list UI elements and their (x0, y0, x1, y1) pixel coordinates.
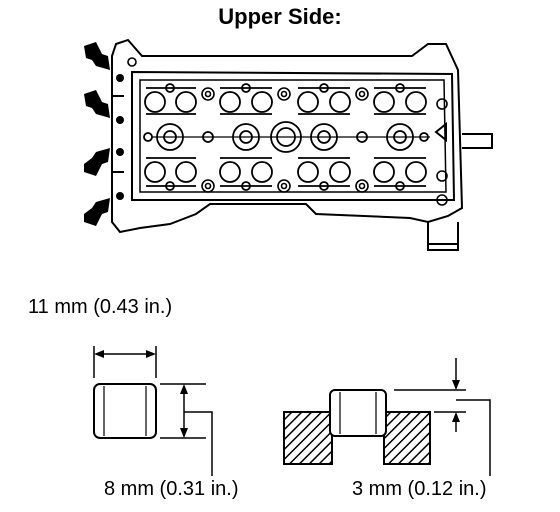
arrow-icon (84, 42, 110, 70)
head-bolt-holes (127, 57, 448, 206)
intake-valve-row (144, 83, 427, 115)
arrow-icon (84, 148, 110, 176)
hatched-surface-left (283, 411, 333, 465)
callout-arrows (84, 42, 110, 226)
dowel-pin-detail (93, 346, 213, 476)
cylinder-head (111, 38, 493, 251)
dowel-pin-dots (116, 74, 124, 200)
head-outline (111, 38, 464, 234)
diagram-title: Upper Side: (218, 4, 342, 29)
head-inner-outline (131, 70, 456, 201)
installed-pin-detail (283, 358, 491, 476)
bottom-boss (427, 222, 459, 251)
camshaft-stub (462, 133, 493, 149)
installed-dowel-pin (329, 389, 387, 437)
pin-diameter-label: 8 mm (0.31 in.) (104, 478, 239, 500)
exhaust-valve-row (144, 157, 427, 191)
dowel-pin (93, 383, 157, 439)
pin-protrusion-label: 3 mm (0.12 in.) (352, 478, 487, 500)
arrow-icon (84, 90, 110, 118)
hatched-surface-right (383, 411, 431, 465)
head-inner-wall (139, 79, 447, 193)
spark-plug-bores (143, 121, 430, 153)
arrow-icon (84, 198, 110, 226)
pin-length-label: 11 mm (0.43 in.) (28, 296, 173, 318)
